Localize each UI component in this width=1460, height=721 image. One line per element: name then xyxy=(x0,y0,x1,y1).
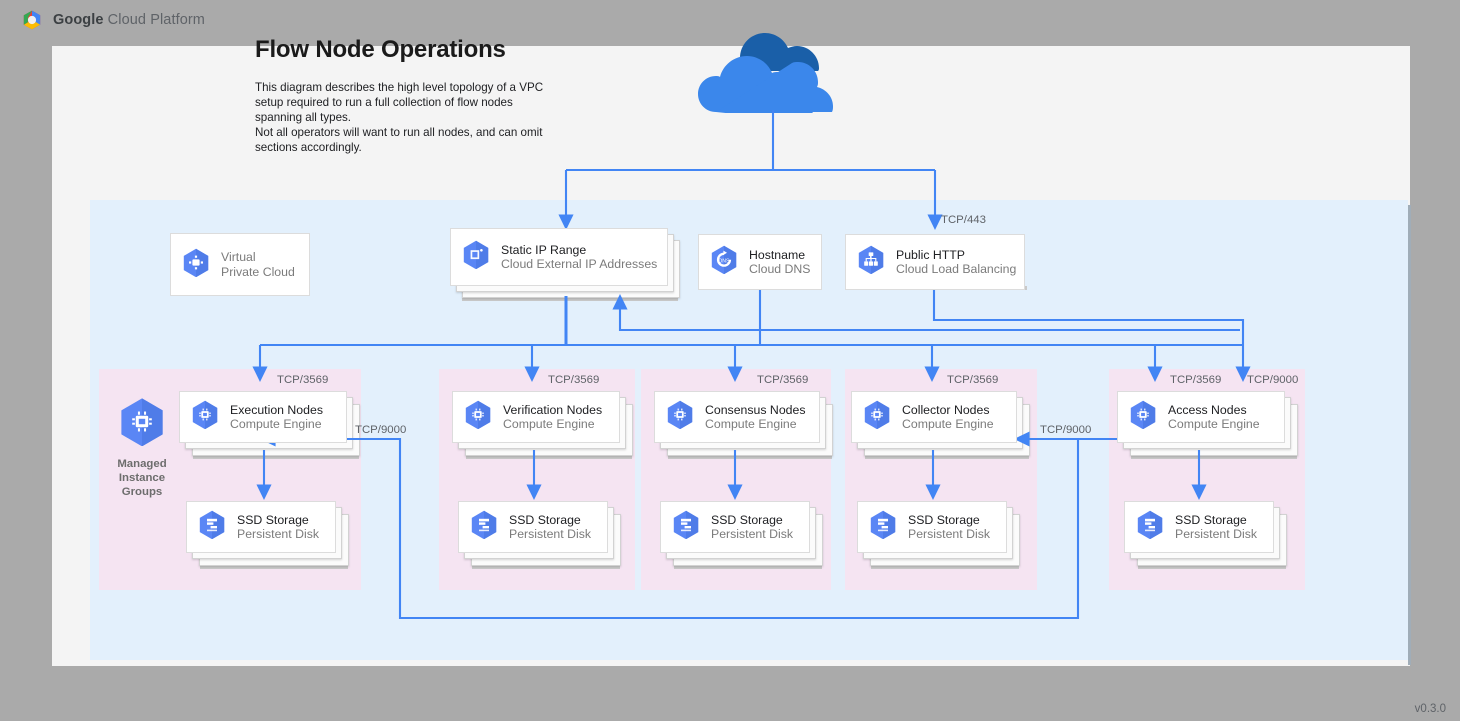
external-ip-icon xyxy=(463,240,489,274)
card-title: Public HTTP xyxy=(896,248,1016,263)
gcp-wordmark: Google Cloud Platform xyxy=(53,12,205,28)
vpc-panel-shadow xyxy=(1408,205,1411,665)
card-collector-node[interactable]: Collector NodesCompute Engine xyxy=(851,391,1017,443)
gcp-header: Google Cloud Platform xyxy=(20,8,205,32)
card-text: Access NodesCompute Engine xyxy=(1168,403,1260,432)
card-title: Consensus Nodes xyxy=(705,403,805,418)
google-cloud-logo-icon xyxy=(20,8,44,32)
card-title: SSD Storage xyxy=(908,513,990,528)
compute-engine-icon xyxy=(465,400,491,434)
card-title: Verification Nodes xyxy=(503,403,602,418)
card-text: Consensus NodesCompute Engine xyxy=(705,403,805,432)
card-text: SSD StoragePersistent Disk xyxy=(1175,513,1257,542)
card-title: Virtual xyxy=(221,250,295,265)
card-consensus-disk[interactable]: SSD StoragePersistent Disk xyxy=(660,501,810,553)
card-static-ip-range[interactable]: Static IP Range Cloud External IP Addres… xyxy=(450,228,668,286)
card-text: SSD StoragePersistent Disk xyxy=(509,513,591,542)
card-text: SSD StoragePersistent Disk xyxy=(711,513,793,542)
card-title: SSD Storage xyxy=(237,513,319,528)
card-execution-disk[interactable]: SSD StoragePersistent Disk xyxy=(186,501,336,553)
load-balancing-icon xyxy=(858,245,884,279)
card-access-node[interactable]: Access NodesCompute Engine xyxy=(1117,391,1285,443)
port-label-verification-3569: TCP/3569 xyxy=(548,374,599,386)
card-text: Public HTTP Cloud Load Balancing xyxy=(896,248,1016,277)
svg-text:DNS: DNS xyxy=(719,258,730,264)
compute-engine-icon xyxy=(864,400,890,434)
compute-engine-icon xyxy=(1130,400,1156,434)
card-text: SSD StoragePersistent Disk xyxy=(237,513,319,542)
brand-google: Google xyxy=(53,12,104,28)
brand-cloud-platform: Cloud Platform xyxy=(104,12,205,28)
card-subtitle: Compute Engine xyxy=(503,417,602,432)
card-title: Static IP Range xyxy=(501,243,657,258)
card-subtitle: Cloud Load Balancing xyxy=(896,262,1016,277)
card-subtitle: Persistent Disk xyxy=(711,527,793,542)
card-text: Hostname Cloud DNS xyxy=(749,248,811,277)
card-text: Static IP Range Cloud External IP Addres… xyxy=(501,243,657,272)
card-text: Virtual Private Cloud xyxy=(221,250,295,279)
managed-instance-groups-label: ManagedInstanceGroups xyxy=(97,457,187,499)
port-label-lb-443: TCP/443 xyxy=(941,214,986,226)
card-title: Access Nodes xyxy=(1168,403,1260,418)
card-execution-node[interactable]: Execution NodesCompute Engine xyxy=(179,391,347,443)
card-title: SSD Storage xyxy=(1175,513,1257,528)
card-subtitle: Persistent Disk xyxy=(1175,527,1257,542)
card-subtitle: Persistent Disk xyxy=(908,527,990,542)
card-access-disk[interactable]: SSD StoragePersistent Disk xyxy=(1124,501,1274,553)
diagram-title: Flow Node Operations xyxy=(255,36,506,64)
card-subtitle: Cloud DNS xyxy=(749,262,811,277)
persistent-disk-icon xyxy=(1137,510,1163,544)
card-subtitle: Private Cloud xyxy=(221,265,295,280)
card-subtitle: Compute Engine xyxy=(230,417,323,432)
managed-instance-groups: ManagedInstanceGroups xyxy=(97,397,187,499)
cloud-dns-icon: DNS xyxy=(711,245,737,279)
port-label-execution-3569: TCP/3569 xyxy=(277,374,328,386)
card-collector-disk[interactable]: SSD StoragePersistent Disk xyxy=(857,501,1007,553)
port-label-execution-9000: TCP/9000 xyxy=(355,424,406,436)
card-consensus-node[interactable]: Consensus NodesCompute Engine xyxy=(654,391,820,443)
virtual-private-cloud-icon xyxy=(183,248,209,282)
card-subtitle: Compute Engine xyxy=(902,417,994,432)
card-title: Hostname xyxy=(749,248,811,263)
card-public-http[interactable]: Public HTTP Cloud Load Balancing xyxy=(845,234,1025,290)
port-label-access-3569: TCP/3569 xyxy=(1170,374,1221,386)
persistent-disk-icon xyxy=(673,510,699,544)
card-text: Verification NodesCompute Engine xyxy=(503,403,602,432)
card-text: Execution NodesCompute Engine xyxy=(230,403,323,432)
persistent-disk-icon xyxy=(870,510,896,544)
card-title: SSD Storage xyxy=(711,513,793,528)
port-label-collector-3569: TCP/3569 xyxy=(947,374,998,386)
card-text: SSD StoragePersistent Disk xyxy=(908,513,990,542)
persistent-disk-icon xyxy=(199,510,225,544)
card-subtitle: Compute Engine xyxy=(705,417,805,432)
port-label-access-9000: TCP/9000 xyxy=(1247,374,1298,386)
card-title: Collector Nodes xyxy=(902,403,994,418)
version-label: v0.3.0 xyxy=(1415,703,1446,715)
card-text: Collector NodesCompute Engine xyxy=(902,403,994,432)
card-hostname[interactable]: DNS Hostname Cloud DNS xyxy=(698,234,822,290)
diagram-description: This diagram describes the high level to… xyxy=(255,80,555,155)
card-virtual-private-cloud[interactable]: Virtual Private Cloud xyxy=(170,233,310,296)
card-subtitle: Persistent Disk xyxy=(237,527,319,542)
compute-engine-icon xyxy=(120,433,164,450)
card-title: SSD Storage xyxy=(509,513,591,528)
card-verification-node[interactable]: Verification NodesCompute Engine xyxy=(452,391,620,443)
compute-engine-icon xyxy=(667,400,693,434)
port-label-collector-9000: TCP/9000 xyxy=(1040,424,1091,436)
card-verification-disk[interactable]: SSD StoragePersistent Disk xyxy=(458,501,608,553)
port-label-consensus-3569: TCP/3569 xyxy=(757,374,808,386)
card-title: Execution Nodes xyxy=(230,403,323,418)
card-subtitle: Compute Engine xyxy=(1168,417,1260,432)
cloud-icon xyxy=(680,18,866,113)
card-subtitle: Cloud External IP Addresses xyxy=(501,257,657,272)
compute-engine-icon xyxy=(192,400,218,434)
persistent-disk-icon xyxy=(471,510,497,544)
card-subtitle: Persistent Disk xyxy=(509,527,591,542)
